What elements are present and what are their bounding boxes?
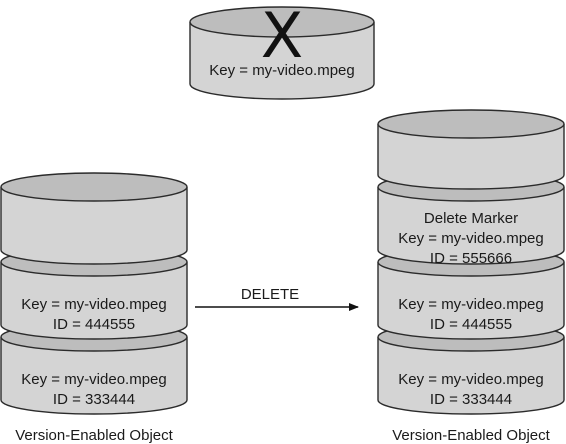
delete-marker-key: Key = my-video.mpeg xyxy=(398,230,543,247)
arrow-label: DELETE xyxy=(241,286,299,303)
delete-marker-title: Delete Marker xyxy=(424,210,518,227)
right-stack-caption: Version-Enabled Object xyxy=(392,427,550,444)
right-layer-4-id: ID = 333444 xyxy=(430,391,512,408)
deleted-object-key-label: Key = my-video.mpeg xyxy=(209,62,354,79)
delete-arrow: DELETE xyxy=(195,286,359,311)
left-stack-caption: Version-Enabled Object xyxy=(15,427,173,444)
right-layer-top-empty xyxy=(377,109,565,190)
left-layer-top-empty xyxy=(0,172,188,265)
left-layer-2-key: Key = my-video.mpeg xyxy=(21,296,166,313)
left-layer-3-key: Key = my-video.mpeg xyxy=(21,371,166,388)
delete-marker-id: ID = 555666 xyxy=(430,250,512,267)
left-version-stack: Key = my-video.mpeg ID = 333444 Key = my… xyxy=(0,172,188,444)
right-layer-3-id: ID = 444555 xyxy=(430,316,512,333)
left-layer-3-id: ID = 333444 xyxy=(53,391,135,408)
right-version-stack: Key = my-video.mpeg ID = 333444 Key = my… xyxy=(377,109,565,444)
cylinder-body xyxy=(189,22,375,100)
cylinder-top xyxy=(189,6,375,38)
right-layer-3-key: Key = my-video.mpeg xyxy=(398,296,543,313)
left-layer-2-id: ID = 444555 xyxy=(53,316,135,333)
delete-x-mark: X xyxy=(261,0,303,72)
right-layer-4-key: Key = my-video.mpeg xyxy=(398,371,543,388)
deleted-object-cylinder: X Key = my-video.mpeg xyxy=(189,0,375,100)
